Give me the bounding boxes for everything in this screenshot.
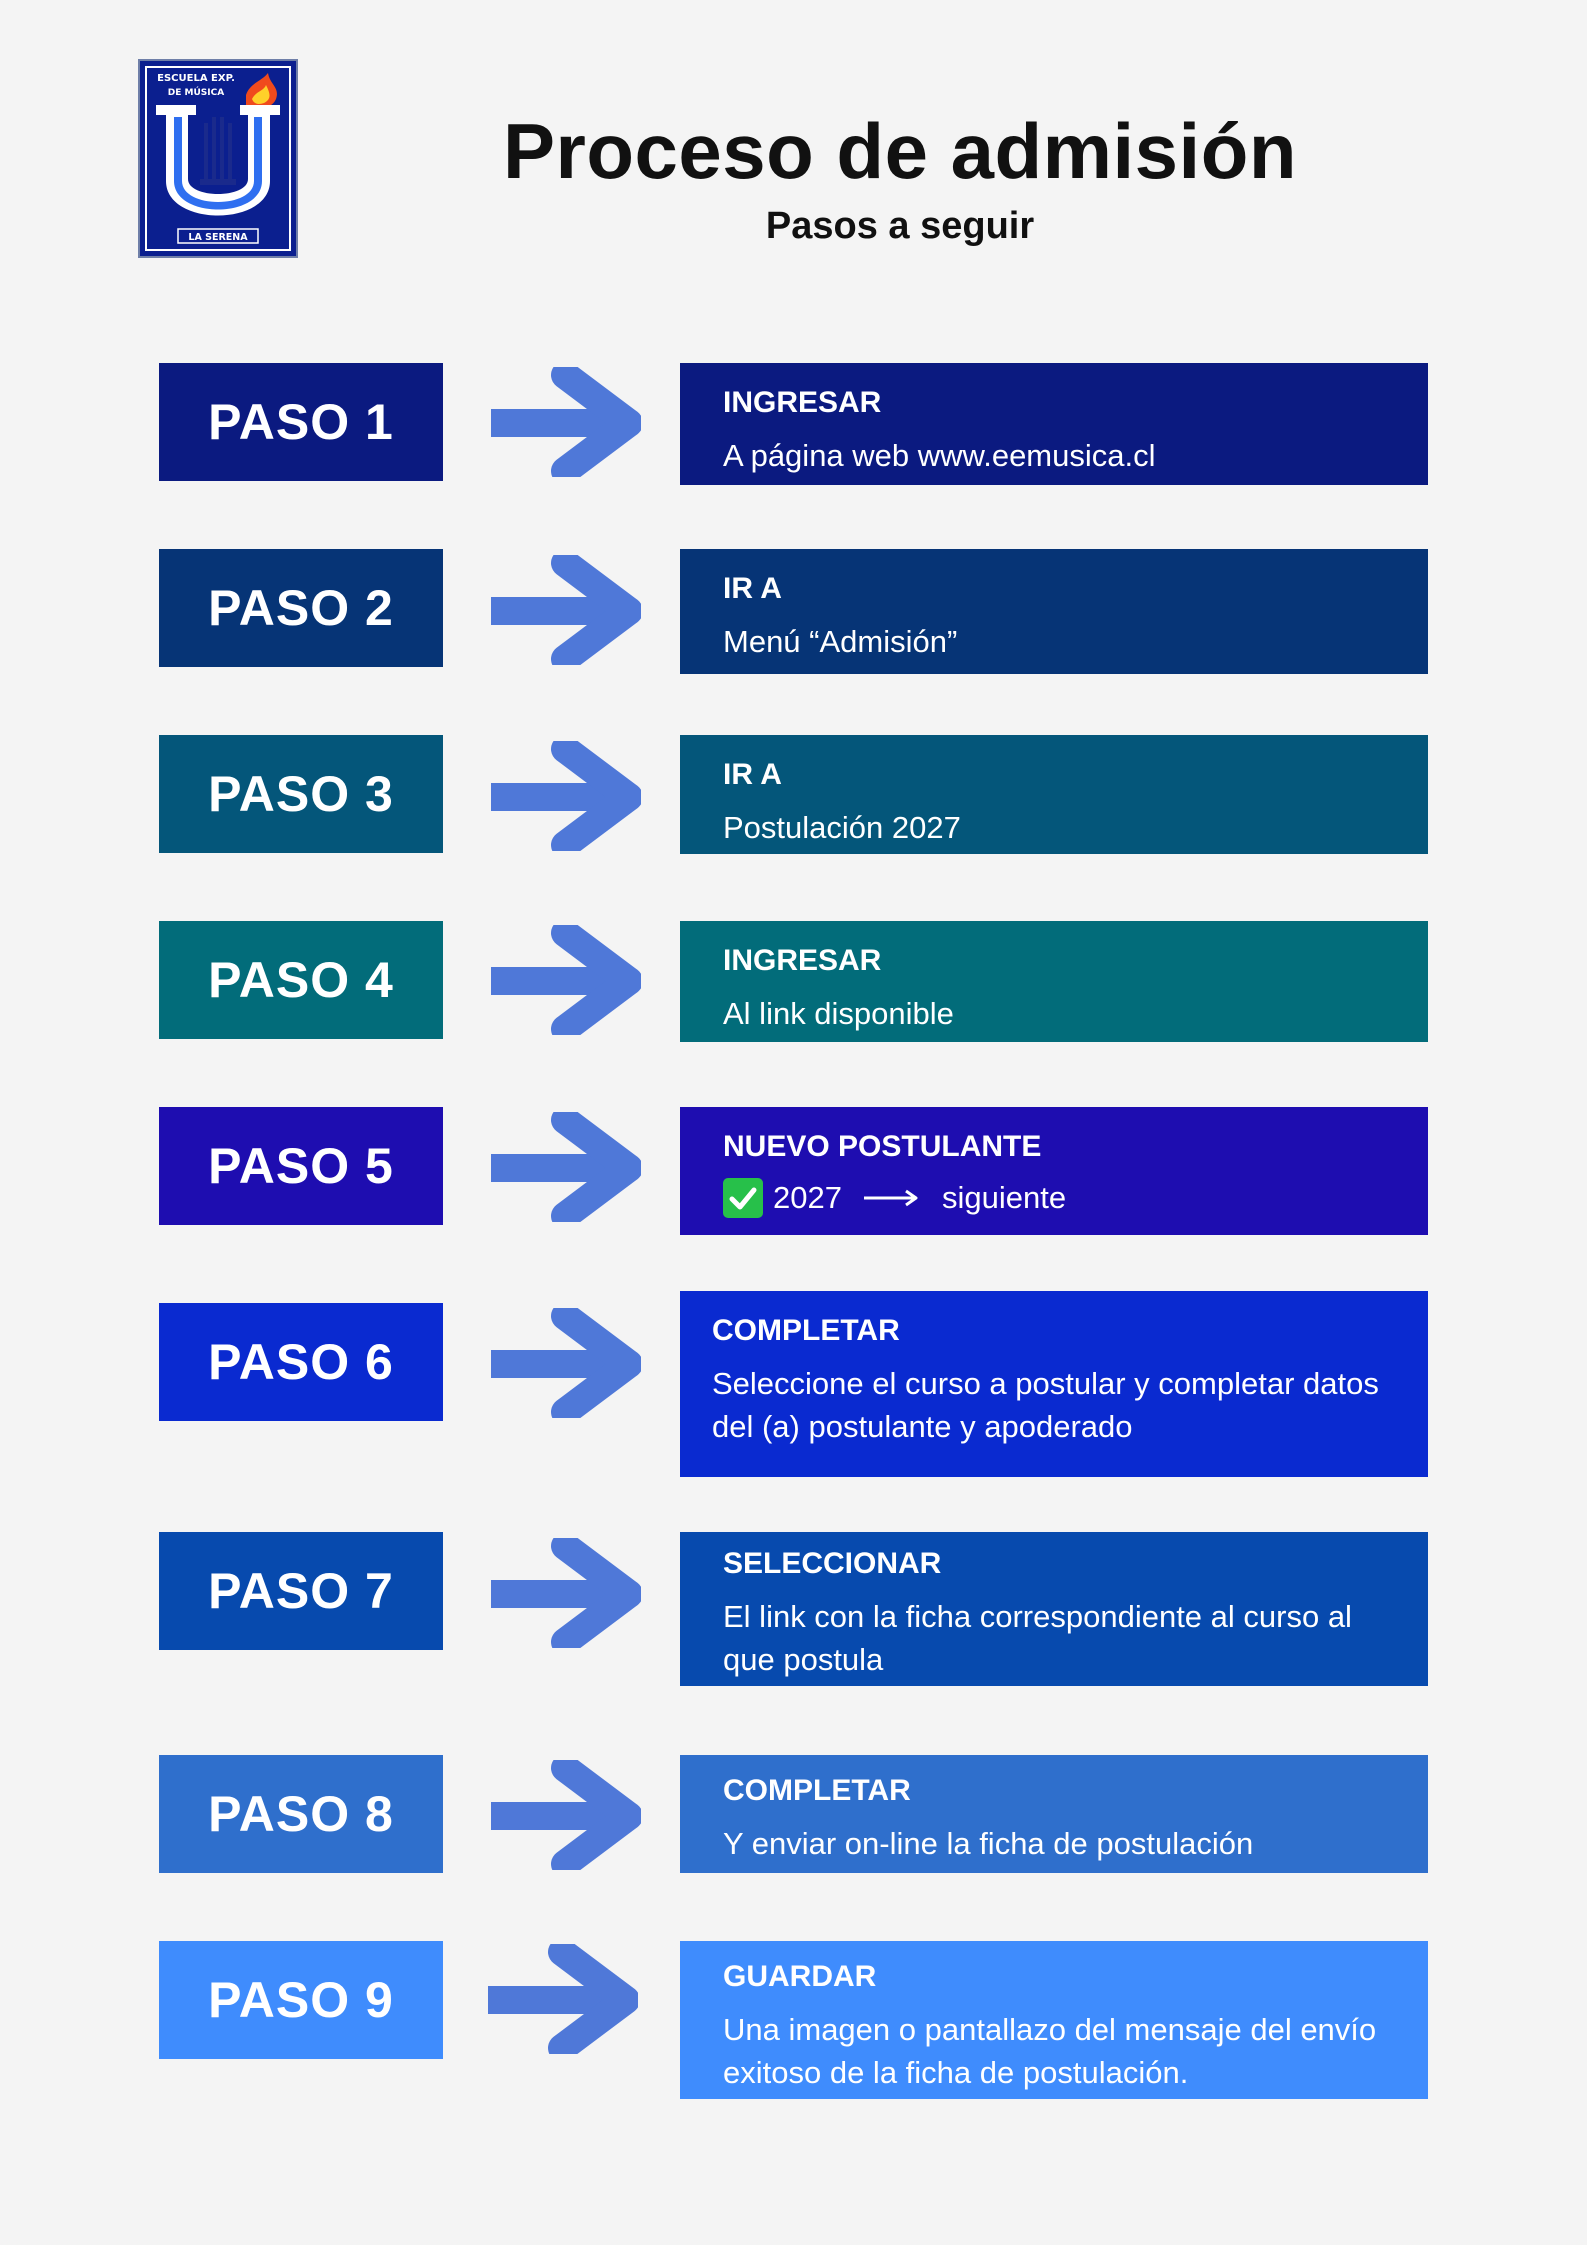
step-label: PASO 4	[159, 921, 443, 1039]
step-label: PASO 7	[159, 1532, 443, 1650]
step-label: PASO 6	[159, 1303, 443, 1421]
card-title: SELECCIONAR	[723, 1547, 942, 1580]
step-card: COMPLETAR Y enviar on-line la ficha de p…	[680, 1755, 1428, 1873]
logo-bottom-text: LA SERENA	[188, 232, 248, 243]
step-card: INGRESAR Al link disponible	[680, 921, 1428, 1042]
step-label: PASO 3	[159, 735, 443, 853]
page-title: Proceso de admisión	[502, 107, 1298, 195]
card-text: Seleccione el curso a postular y complet…	[712, 1366, 1379, 1445]
step-card: IR A Postulación 2027	[680, 735, 1428, 854]
card-selection-line: 2027 siguiente	[723, 1178, 1404, 1218]
step-card: COMPLETAR Seleccione el curso a postular…	[680, 1291, 1428, 1477]
logo-top-text: ESCUELA EXP.	[157, 73, 235, 84]
step-card: INGRESAR A página web www.eemusica.cl	[680, 363, 1428, 485]
long-arrow-right-icon	[863, 1189, 918, 1207]
card-text: Una imagen o pantallazo del mensaje del …	[723, 2012, 1377, 2091]
arrow-right-icon	[491, 741, 641, 851]
logo-top-text-2: DE MÚSICA	[168, 86, 224, 98]
arrow-right-icon	[491, 555, 641, 665]
card-title: IR A	[723, 758, 782, 791]
card-text: Menú “Admisión”	[723, 624, 958, 659]
page-subtitle: Pasos a seguir	[765, 205, 1035, 247]
step-label: PASO 2	[159, 549, 443, 667]
card-title: INGRESAR	[723, 944, 882, 977]
card-title: NUEVO POSTULANTE	[723, 1130, 1042, 1163]
step-label: PASO 5	[159, 1107, 443, 1225]
step-card: NUEVO POSTULANTE 2027 siguiente	[680, 1107, 1428, 1235]
card-text: Al link disponible	[723, 996, 954, 1031]
step-card: SELECCIONAR El link con la ficha corresp…	[680, 1532, 1428, 1686]
card-year: 2027	[773, 1180, 842, 1215]
card-text: El link con la ficha correspondiente al …	[723, 1599, 1352, 1678]
arrow-right-icon	[491, 1760, 641, 1870]
card-text: Postulación 2027	[723, 810, 961, 845]
school-logo: ESCUELA EXP. DE MÚSICA LA SERENA	[138, 59, 298, 258]
arrow-right-icon	[491, 1538, 641, 1648]
card-title: IR A	[723, 572, 782, 605]
card-title: COMPLETAR	[712, 1314, 900, 1347]
card-text: Y enviar on-line la ficha de postulación	[723, 1826, 1254, 1861]
step-card: GUARDAR Una imagen o pantallazo del mens…	[680, 1941, 1428, 2099]
card-title: GUARDAR	[723, 1960, 877, 1993]
card-next: siguiente	[941, 1180, 1067, 1215]
card-title: COMPLETAR	[723, 1774, 911, 1807]
arrow-right-icon	[491, 1308, 641, 1418]
step-label: PASO 1	[159, 363, 443, 481]
card-text: A página web www.eemusica.cl	[723, 438, 1156, 473]
checkbox-checked-icon	[723, 1178, 763, 1218]
arrow-right-icon	[491, 1112, 641, 1222]
step-label: PASO 9	[159, 1941, 443, 2059]
arrow-right-icon	[488, 1944, 638, 2054]
card-title: INGRESAR	[723, 386, 882, 419]
step-card: IR A Menú “Admisión”	[680, 549, 1428, 674]
step-label: PASO 8	[159, 1755, 443, 1873]
arrow-right-icon	[491, 925, 641, 1035]
arrow-right-icon	[491, 367, 641, 477]
